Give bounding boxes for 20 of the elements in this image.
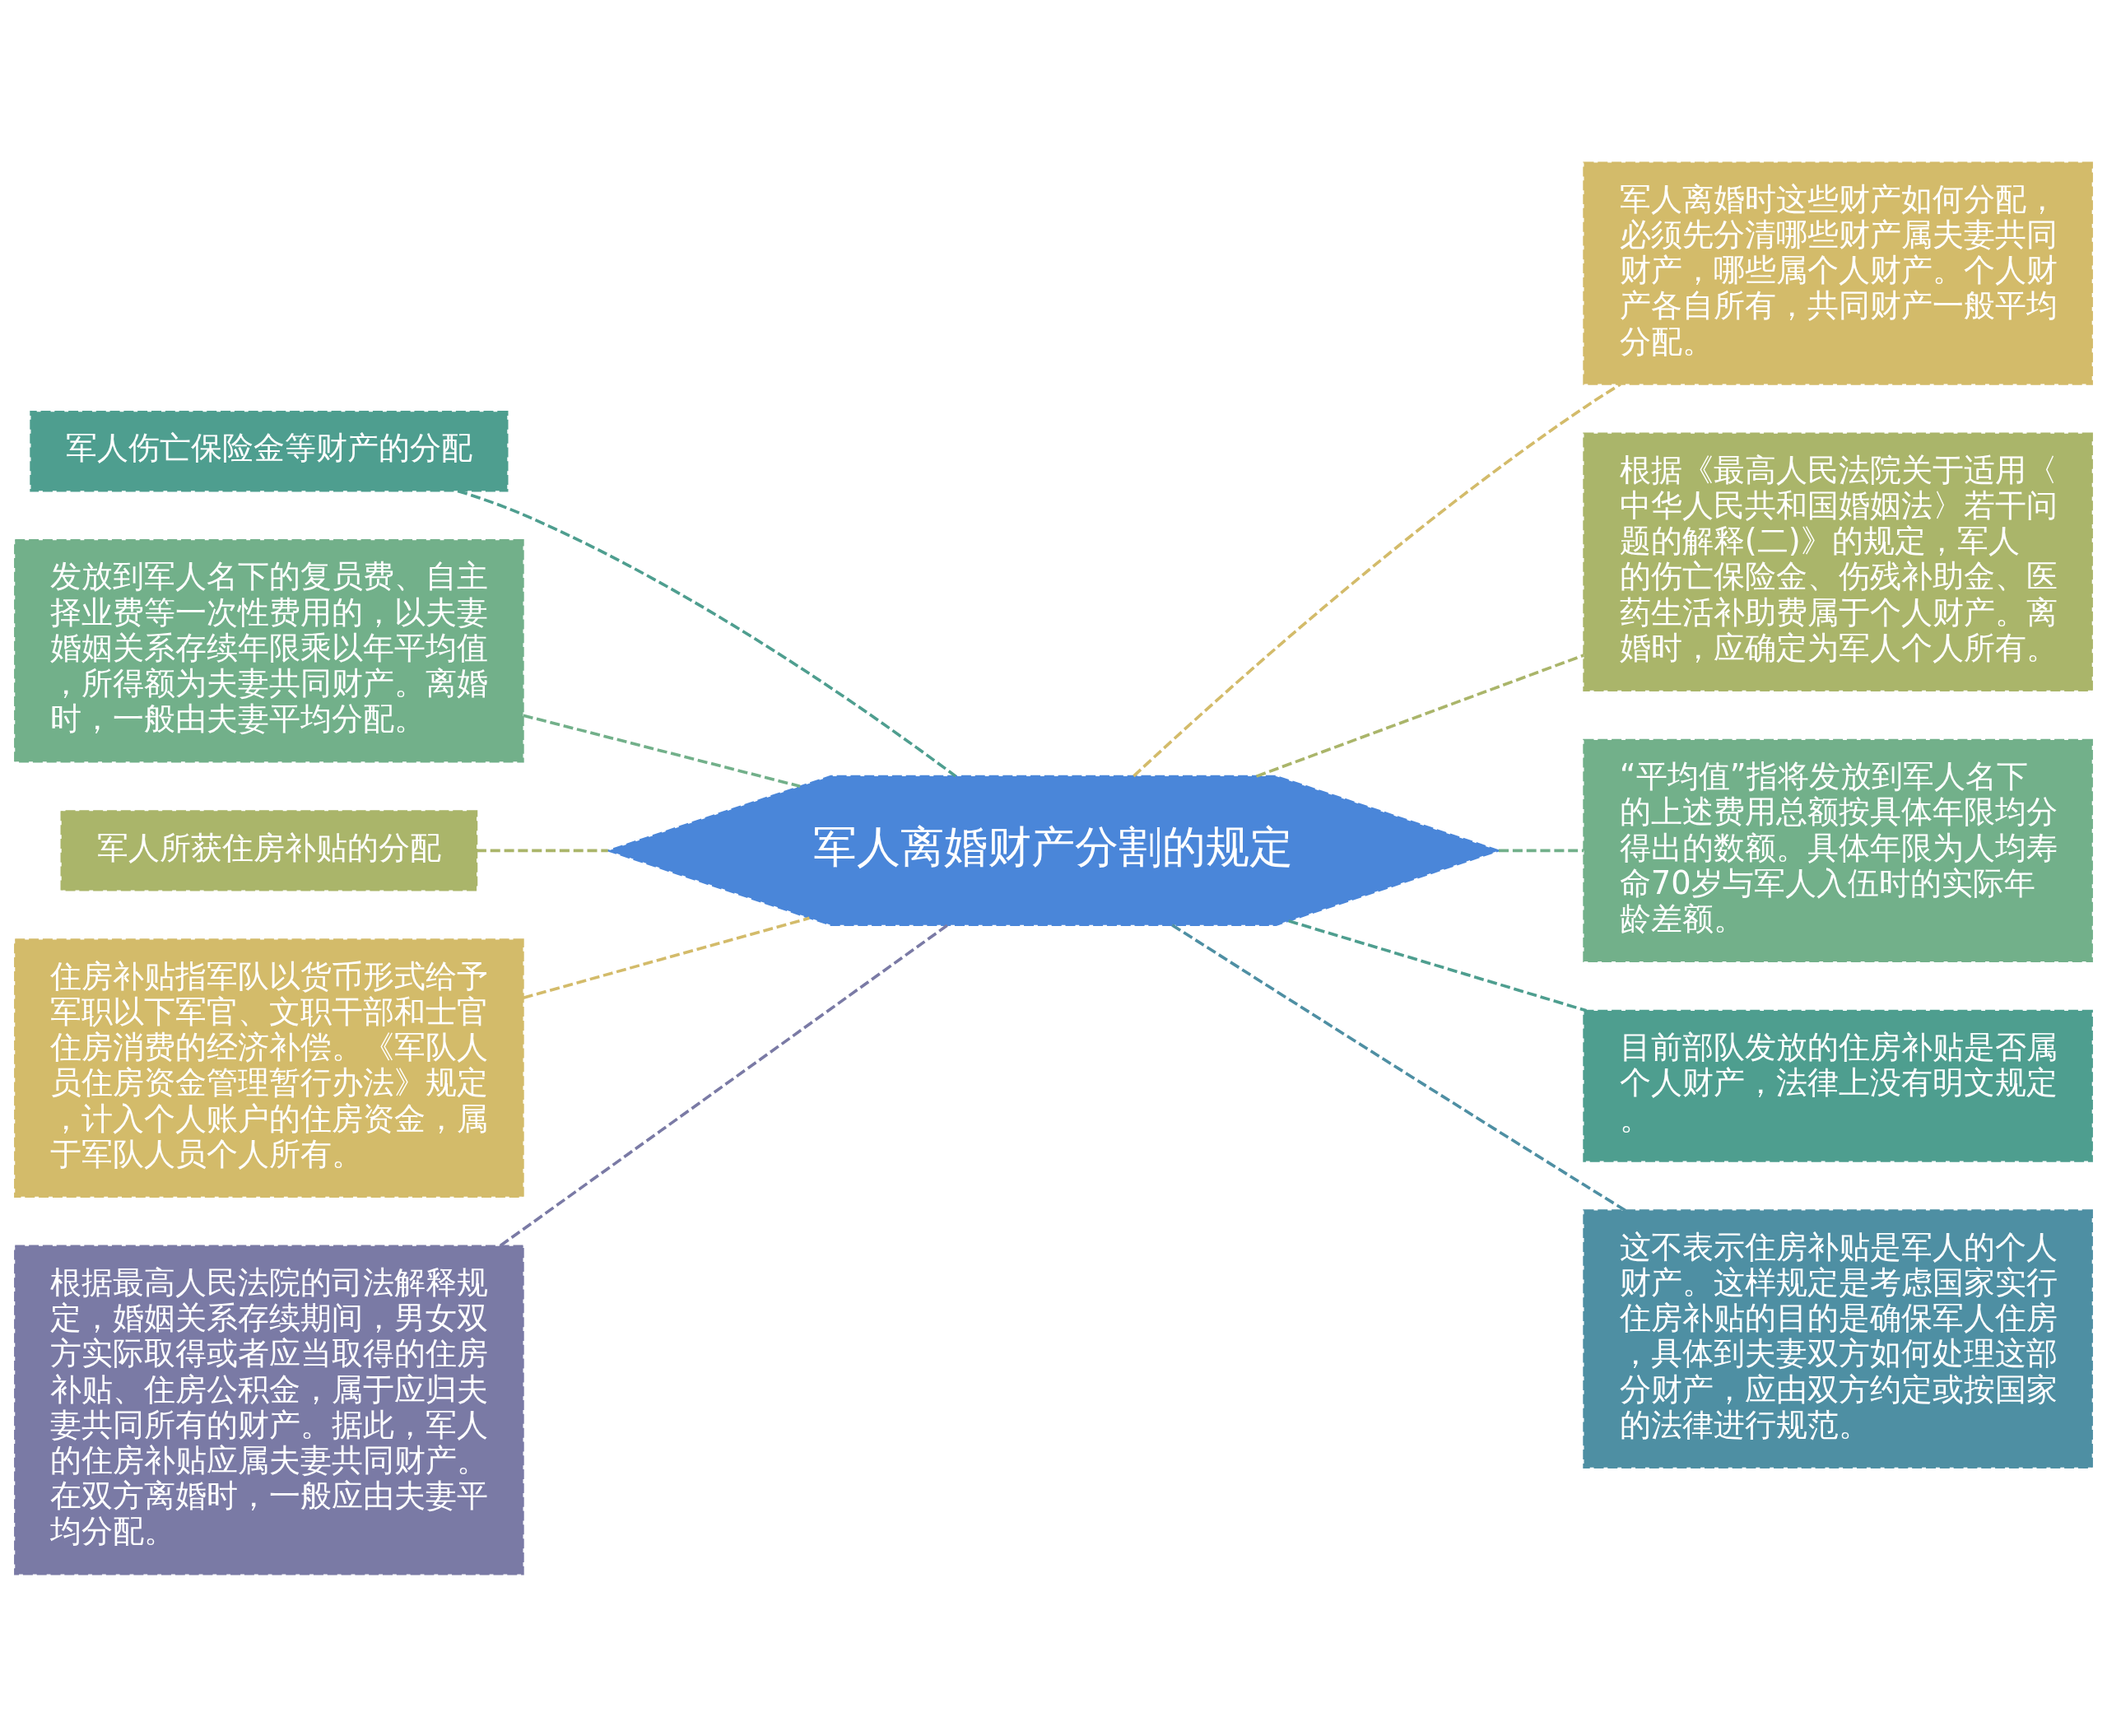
node-box: 军人所获住房补贴的分配 bbox=[60, 809, 478, 891]
node-box: 目前部队发放的住房补贴是否属个人财产，法律上没有明文规定。 bbox=[1583, 1009, 2093, 1162]
node-box: “平均值”指将发放到军人名下的上述费用总额按具体年限均分得出的数额。具体年限为人均寿命70岁与军人入伍时的实际年龄差额。 bbox=[1583, 738, 2093, 962]
node-box: 发放到军人名下的复员费、自主择业费等一次性费用的，以夫妻婚姻关系存续年限乘以年平均值，所得额为夫妻共同财产。离婚时，一般由夫妻平均分配。 bbox=[14, 538, 524, 762]
node-box: 军人伤亡保险金等财产的分配 bbox=[30, 410, 509, 491]
node-box: 住房补贴指军队以货币形式给予军职以下军官、文职干部和士官住房消费的经济补偿。《军队人员住房资金管理暂行办法》规定，计入个人账户的住房资金，属于军队人员个人所有。 bbox=[14, 938, 524, 1198]
connector bbox=[457, 489, 957, 777]
node-box: 军人离婚时这些财产如何分配，必须先分清哪些财产属夫妻共同财产，哪些属个人财产。个人财产各自所有，共同财产一般平均分配。 bbox=[1583, 161, 2093, 385]
connector bbox=[1256, 653, 1585, 778]
connector bbox=[523, 714, 801, 788]
connector bbox=[1133, 383, 1621, 777]
connector bbox=[1171, 923, 1626, 1212]
connector bbox=[477, 849, 608, 852]
node-box: 根据最高人民法院的司法解释规定，婚姻关系存续期间，男女双方实际取得或者应当取得的住房补贴、住房公积金，属于应归夫妻共同所有的财产。据此，军人的住房补贴应属夫妻共同财产。在双方离婚时，一般应由夫妻平均分配。 bbox=[14, 1245, 524, 1575]
connector bbox=[523, 916, 810, 999]
connector bbox=[1288, 919, 1587, 1012]
connector bbox=[500, 923, 949, 1247]
node-box: 根据《最高人民法院关于适用〈中华人民共和国婚姻法〉若干问题的解释(二)》的规定，军人的伤亡保险金、伤残补助金、医药生活补助费属于个人财产。离婚时，应确定为军人个人所有。 bbox=[1583, 431, 2093, 691]
connector bbox=[1498, 849, 1584, 852]
node-box: 这不表示住房补贴是军人的个人财产。这样规定是考虑国家实行住房补贴的目的是确保军人住房，具体到夫妻双方如何处理这部分财产，应由双方约定或按国家的法律进行规范。 bbox=[1583, 1208, 2093, 1468]
